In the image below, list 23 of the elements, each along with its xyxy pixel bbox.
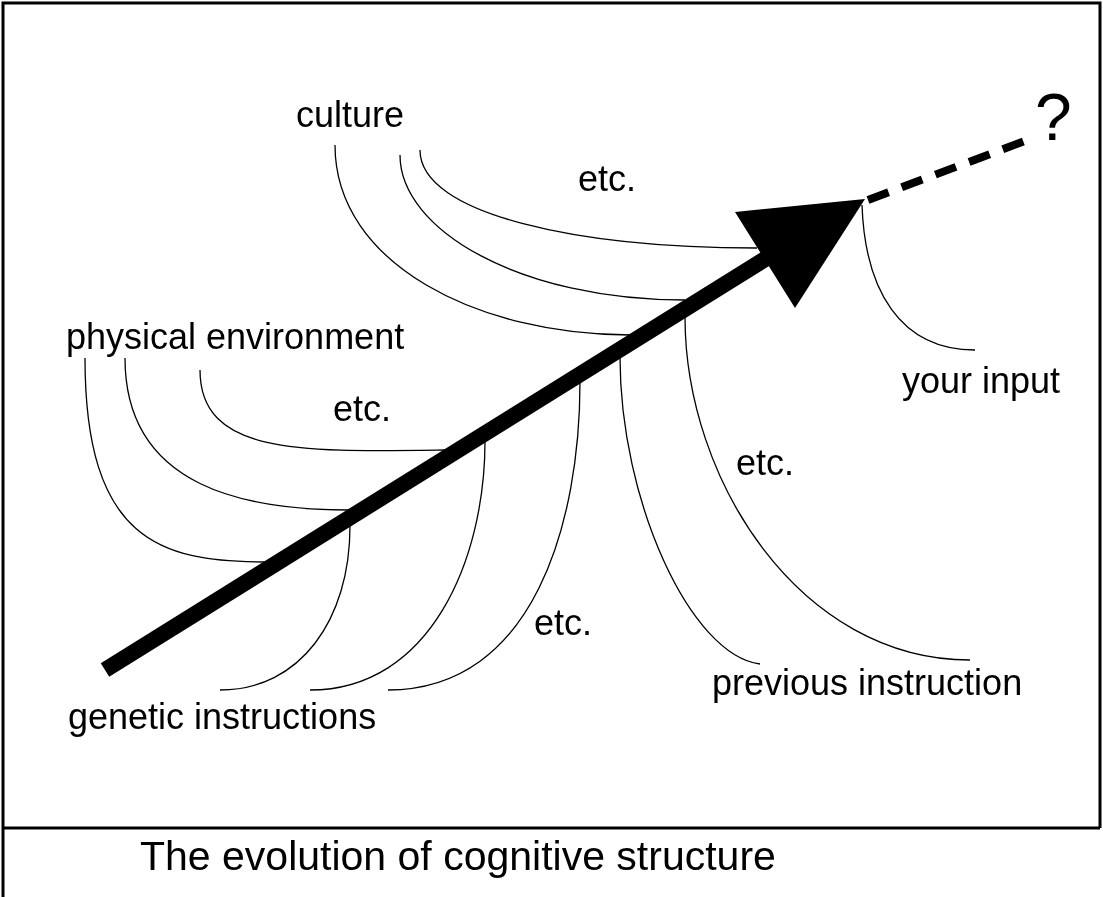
etc-label: etc. [578,158,637,200]
etc-label: etc. [333,388,392,430]
curved-line [619,356,761,665]
node-label: culture [296,94,405,136]
node-label: your input [902,360,1061,402]
curved-line [419,149,758,249]
curved-line [861,204,976,351]
curved-line [219,525,351,691]
curved-line [309,440,486,691]
caption: The evolution of cognitive structure [140,832,776,881]
node-label: ? [1035,82,1072,152]
curved-line [399,154,686,301]
node-label: genetic instructions [68,696,377,738]
curved-line [684,316,971,661]
curved-line [387,381,581,691]
curved-line [334,144,631,336]
node-label: previous instruction [712,662,1023,704]
node-label: physical environment [66,316,405,358]
etc-label: etc. [736,442,795,484]
curved-line [199,369,446,452]
etc-label: etc. [534,602,593,644]
curved-line [124,357,351,511]
curved-line [84,357,266,563]
